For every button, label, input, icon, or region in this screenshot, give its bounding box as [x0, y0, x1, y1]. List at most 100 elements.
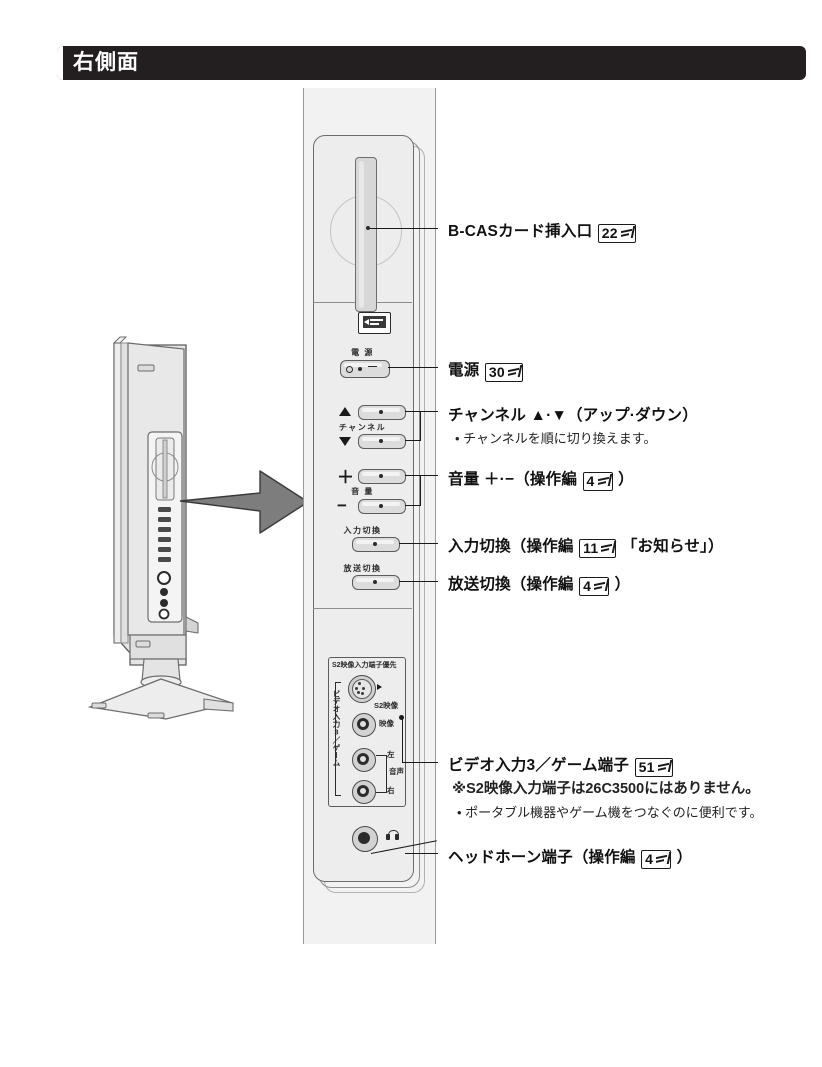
channel-down-triangle-icon [339, 437, 351, 446]
s2-video-arrow-icon [377, 684, 382, 690]
pageref-video-game[interactable]: 51 [634, 758, 673, 777]
callout-bcas: B-CASカード挿入口 22 [448, 219, 637, 243]
callout-broadcast-select: 放送切換（操作編 4 ） [448, 572, 630, 596]
device-label-broadcast-select: 放送切換 [343, 564, 382, 573]
leader-line-video-game [402, 762, 438, 764]
callout-headphone: ヘッドホーン端子（操作編 4 ） [448, 845, 692, 869]
device-broadcast-select-button[interactable] [352, 575, 400, 590]
leader-line-headphone [405, 853, 438, 855]
video-jack-center [360, 721, 366, 727]
jack-box-title: S2映像入力端子優先 [332, 662, 397, 669]
arrow-svg [179, 470, 309, 534]
pageref-video-game-number: 51 [638, 759, 655, 775]
video-input-vertical-bracket [335, 682, 341, 796]
video-jack [352, 713, 376, 737]
leader-line-channel-down [405, 440, 421, 442]
device-channel-down-button[interactable] [358, 434, 406, 449]
callout-input-select: 入力切換（操作編 11 「お知らせ」） [448, 534, 724, 558]
audio-right-jack [352, 780, 376, 804]
headphone-jack [352, 826, 378, 852]
headphone-icon-ear-left [386, 834, 390, 840]
callout-volume-label-pre: 音量 ＋·−（操作編 [448, 471, 578, 488]
callout-video-game: ビデオ入力3／ゲーム端子 51 [448, 753, 674, 777]
power-line-glyph [368, 366, 377, 368]
audio-right-jack-center [360, 788, 366, 794]
audio-left-jack-center [360, 756, 366, 762]
s2-pin [358, 682, 361, 685]
tv-side-view-illustration [86, 335, 236, 725]
callout-volume: 音量 ＋·−（操作編 4 ） [448, 467, 634, 491]
volume-minus-symbol: − [337, 496, 347, 515]
pageref-broadcast-select[interactable]: 4 [579, 577, 610, 596]
pageref-power[interactable]: 30 [484, 363, 523, 382]
bcas-card-slot [355, 157, 377, 312]
pageref-headphone-number: 4 [645, 851, 654, 867]
headphone-jack-inner [358, 832, 370, 844]
device-volume-down-button[interactable] [358, 499, 406, 514]
audio-bracket [376, 755, 387, 793]
device-power-button[interactable] [340, 360, 390, 378]
leader-connector-channel [420, 411, 422, 441]
button-nub [379, 474, 383, 478]
device-input-select-button[interactable] [352, 537, 400, 552]
pageref-input-select[interactable]: 11 [579, 539, 617, 558]
pageref-headphone[interactable]: 4 [641, 850, 672, 869]
zoom-pointer-arrow [179, 455, 320, 545]
s2-pin [357, 691, 360, 694]
headphone-icon-band [388, 830, 399, 836]
callout-video-game-note-1: ※S2映像入力端子は26C3500にはありません。 [452, 781, 760, 797]
s2-video-connector [348, 675, 376, 703]
channel-up-triangle-icon [339, 407, 351, 416]
pageref-volume[interactable]: 4 [582, 472, 613, 491]
callout-input-select-label-pre: 入力切換（操作編 [448, 538, 574, 555]
leader-line-input-select [399, 543, 438, 545]
callout-headphone-label-pre: ヘッドホーン端子（操作編 [448, 849, 636, 866]
callout-bcas-label: B-CASカード挿入口 [448, 223, 593, 240]
callout-power-label: 電源 [448, 362, 480, 379]
device-volume-up-button[interactable] [358, 469, 406, 484]
leader-line-power [388, 367, 438, 369]
leader-line-broadcast-select [399, 581, 438, 583]
tv-side-view-svg [87, 336, 235, 720]
jack-label-audio-right: 右 [387, 786, 395, 795]
pageref-power-number: 30 [488, 364, 505, 380]
headphone-icon [386, 830, 399, 842]
video-input-vertical-label: ビデオ入力3／ゲーム [332, 690, 341, 767]
device-label-power: 電 源 [351, 348, 374, 357]
bcas-card-icon-bar-2 [370, 323, 379, 325]
callout-power: 電源 30 [448, 358, 524, 382]
device-channel-up-button[interactable] [358, 405, 406, 420]
headphone-icon-ear-right [395, 834, 399, 840]
bcas-card-icon-arrow [364, 319, 369, 325]
panel-divider-2 [313, 608, 412, 610]
leader-line-volume-up [405, 475, 438, 477]
button-nub [373, 580, 377, 584]
volume-plus-symbol: ＋ [337, 468, 354, 487]
power-circle-glyph [346, 366, 353, 373]
leader-connector-video-game [402, 718, 404, 763]
callout-channel-note-1: • チャンネルを順に切り換えます。 [455, 431, 657, 446]
bcas-card-icon-bar-1 [370, 319, 383, 321]
button-nub [373, 542, 377, 546]
callout-headphone-label-post: ） [676, 849, 693, 866]
bcas-card-icon [358, 312, 391, 334]
jack-label-audio-left: 左 [387, 750, 395, 759]
callout-volume-label-post: ） [618, 471, 634, 488]
button-nub [379, 410, 383, 414]
page-title: 右側面 [73, 51, 139, 74]
leader-connector-volume [420, 475, 422, 506]
s2-pin [361, 692, 364, 695]
leader-line-channel-up [405, 411, 438, 413]
jack-label-s2-video: S2映像 [374, 701, 399, 710]
leader-line-volume-down [405, 505, 421, 507]
s2-pin [355, 687, 358, 690]
callout-channel: チャンネル ▲·▼（アップ·ダウン） [448, 407, 698, 424]
callout-video-game-label: ビデオ入力3／ゲーム端子 [448, 757, 630, 774]
pageref-broadcast-select-number: 4 [583, 578, 592, 594]
pageref-bcas[interactable]: 22 [597, 224, 636, 243]
jack-label-video: 映像 [379, 719, 394, 728]
jack-label-audio: 音声 [389, 767, 404, 776]
leader-line-bcas [370, 228, 438, 230]
audio-left-jack [352, 748, 376, 772]
device-label-input-select: 入力切換 [343, 526, 382, 535]
